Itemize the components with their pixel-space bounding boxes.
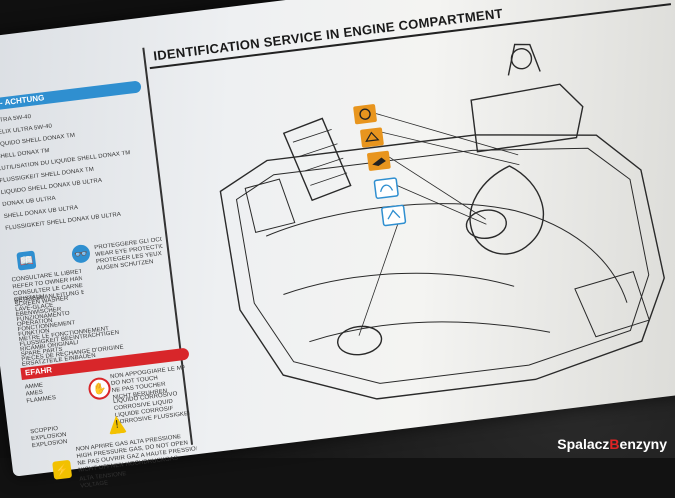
watermark-logo: SpalaczBenzyny xyxy=(557,436,667,452)
engine-bay-outline xyxy=(219,134,665,400)
brake-fluid-icon xyxy=(381,204,407,227)
high-voltage-icon: ⚡ xyxy=(52,459,73,480)
no-touch-icon: ✋ xyxy=(87,376,112,401)
watermark-part1: Spalacz xyxy=(557,436,610,452)
engine-bay-diagram xyxy=(219,43,665,400)
manual-book-icon: 📖 xyxy=(16,250,37,271)
watermark-part3: enzyny xyxy=(619,436,667,452)
coolant-icon xyxy=(360,127,384,148)
engine-oil-fill-icon xyxy=(353,104,377,125)
watermark-part2: B xyxy=(609,436,620,452)
eye-protection-icon: 👓 xyxy=(70,243,91,264)
washer-fluid-icon xyxy=(373,177,399,199)
